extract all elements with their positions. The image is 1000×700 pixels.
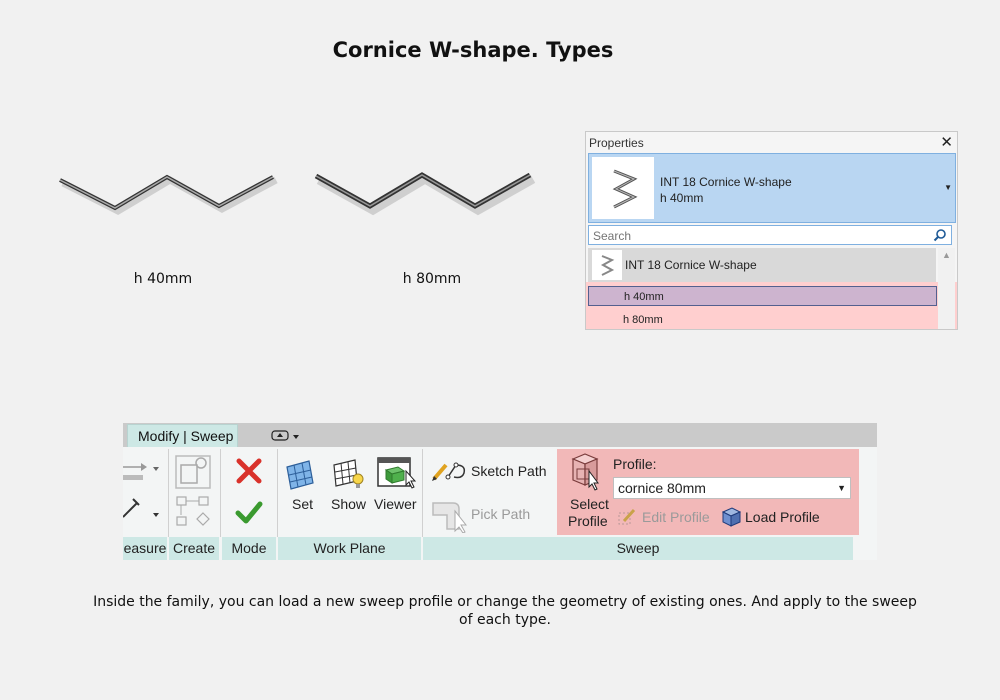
edit-profile-icon	[618, 508, 636, 525]
edit-profile-button: Edit Profile	[642, 509, 710, 525]
pick-path-button: Pick Path	[471, 506, 531, 522]
panel-mode: Mode	[222, 537, 276, 560]
search-input[interactable]	[593, 228, 923, 243]
panel-measure: easure	[123, 537, 167, 560]
load-profile-icon[interactable]	[720, 506, 742, 528]
chevron-down-icon[interactable]: ▼	[944, 183, 952, 192]
finish-edit-icon[interactable]	[235, 499, 263, 527]
properties-title: Properties	[589, 136, 644, 150]
scrollbar[interactable]: ▲	[938, 248, 955, 329]
sketch-path-button[interactable]: Sketch Path	[471, 463, 547, 479]
viewer-button[interactable]: Viewer	[374, 496, 417, 512]
scroll-up-icon[interactable]: ▲	[942, 250, 951, 260]
family-row[interactable]: INT 18 Cornice W-shape	[588, 248, 936, 282]
sketch-path-icon[interactable]	[430, 459, 468, 483]
pick-path-icon	[432, 502, 468, 533]
w-profile-small-icon	[600, 255, 615, 276]
ribbon-tab-bar: Modify | Sweep	[123, 423, 877, 447]
select-profile-button-line2[interactable]: Profile	[568, 513, 608, 529]
properties-header: Properties ✕	[586, 132, 957, 152]
ribbon: Modify | Sweep easure	[123, 423, 877, 560]
panel-sweep: Sweep	[423, 537, 853, 560]
panel-create: Create	[169, 537, 219, 560]
cornice-profile-h80	[314, 172, 536, 216]
set-work-plane-icon[interactable]	[283, 457, 317, 491]
type-item-h40[interactable]: h 40mm	[588, 286, 937, 306]
cancel-edit-icon[interactable]	[235, 457, 263, 485]
shape-label-h40: h 40mm	[133, 271, 193, 287]
type-thumbnail	[592, 157, 654, 219]
page-title: Cornice W-shape. Types	[332, 38, 614, 62]
show-work-plane-icon[interactable]	[331, 457, 365, 491]
w-profile-icon	[612, 169, 638, 209]
search-box	[588, 225, 952, 245]
chevron-down-icon[interactable]: ▼	[837, 483, 846, 493]
select-profile-icon[interactable]	[567, 451, 603, 491]
profile-label: Profile:	[613, 456, 657, 472]
caption: Inside the family, you can load a new sw…	[93, 594, 917, 628]
load-profile-button[interactable]: Load Profile	[745, 509, 820, 525]
type-name: h 40mm	[660, 191, 704, 205]
type-selector-text: INT 18 Cornice W-shape h 40mm	[660, 174, 792, 206]
type-selector[interactable]: INT 18 Cornice W-shape h 40mm ▼	[588, 153, 956, 223]
panel-work-plane: Work Plane	[278, 537, 421, 560]
properties-palette: Properties ✕ INT 18 Cornice W-shape h 40…	[585, 131, 958, 330]
close-icon[interactable]: ✕	[940, 134, 953, 151]
family-thumbnail	[592, 250, 622, 280]
select-profile-button-line1[interactable]: Select	[570, 496, 609, 512]
create-icon[interactable]	[173, 453, 213, 533]
show-button[interactable]: Show	[331, 496, 367, 512]
cornice-profile-h40	[59, 174, 278, 215]
profile-select[interactable]: cornice 80mm ▼	[613, 477, 851, 499]
search-icon[interactable]	[933, 228, 947, 242]
ribbon-body: easure Create Mode	[123, 447, 877, 560]
measure-icon[interactable]	[123, 459, 163, 529]
panel-toggle-icon[interactable]	[271, 429, 303, 443]
set-button[interactable]: Set	[292, 496, 314, 512]
tab-modify-sweep[interactable]: Modify | Sweep	[127, 424, 238, 447]
family-label: INT 18 Cornice W-shape	[625, 258, 757, 272]
viewer-icon[interactable]	[376, 455, 416, 491]
type-family-name: INT 18 Cornice W-shape	[660, 175, 792, 189]
shape-label-h80: h 80mm	[402, 271, 462, 287]
type-item-h80[interactable]: h 80mm	[623, 314, 663, 326]
profile-select-value: cornice 80mm	[618, 480, 706, 496]
